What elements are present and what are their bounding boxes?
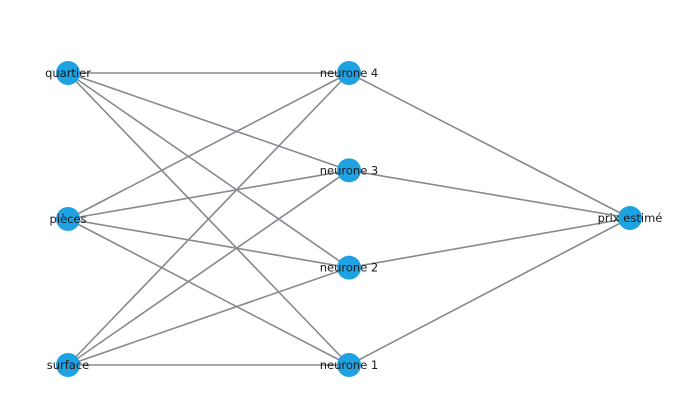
- node-label: prix estimé: [598, 211, 663, 225]
- node-neurone-1: neurone 1: [320, 353, 379, 377]
- edge-quartier-to-neurone-2: [67, 72, 350, 269]
- node-label: quartier: [45, 66, 91, 80]
- edge-quartier-to-neurone-3: [67, 72, 350, 172]
- edge-pieces-to-neurone-4: [67, 72, 350, 220]
- node-label: neurone 3: [320, 163, 379, 177]
- node-circle: [618, 206, 642, 230]
- edge-neurone-1-to-prix-estime: [348, 217, 631, 366]
- edge-neurone-4-to-prix-estime: [348, 72, 631, 219]
- node-neurone-2: neurone 2: [320, 255, 379, 280]
- node-label: neurone 1: [320, 358, 379, 372]
- edge-pieces-to-neurone-3: [67, 169, 350, 220]
- node-label: pièces: [50, 212, 87, 226]
- node-quartier: quartier: [45, 61, 91, 85]
- node-circle: [337, 255, 361, 280]
- node-prix-estime: prix estimé: [598, 206, 663, 230]
- node-circle: [56, 207, 80, 231]
- node-neurone-4: neurone 4: [320, 61, 379, 85]
- node-surface: surface: [47, 353, 90, 377]
- node-circle: [56, 61, 80, 85]
- edge-neurone-2-to-prix-estime: [348, 217, 631, 269]
- node-neurone-3: neurone 3: [320, 158, 379, 183]
- edge-surface-to-neurone-4: [67, 72, 350, 366]
- node-label: surface: [47, 358, 90, 372]
- edge-pieces-to-neurone-1: [67, 218, 350, 366]
- node-pieces: pièces: [50, 207, 87, 231]
- node-circle: [337, 158, 361, 183]
- edge-surface-to-neurone-3: [67, 169, 350, 366]
- edge-pieces-to-neurone-2: [67, 218, 350, 269]
- node-circle: [56, 353, 80, 377]
- edge-surface-to-neurone-2: [67, 266, 350, 366]
- node-label: neurone 4: [320, 66, 379, 80]
- node-label: neurone 2: [320, 261, 379, 275]
- node-circle: [337, 61, 361, 85]
- nodes-group: quartier pièces surface neurone 4 neurone 3 n…: [45, 61, 662, 377]
- edges-group: [67, 72, 631, 366]
- node-circle: [337, 353, 361, 377]
- edge-neurone-3-to-prix-estime: [348, 169, 631, 219]
